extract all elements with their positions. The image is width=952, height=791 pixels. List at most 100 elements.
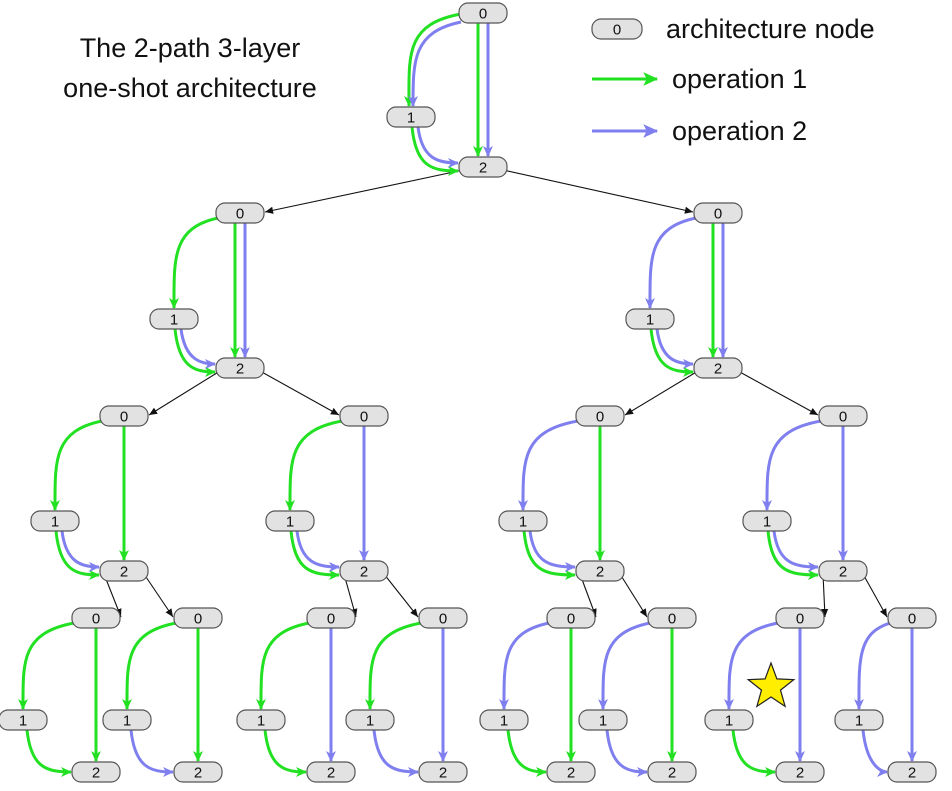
- tree-edge-c0-to-c01: [259, 370, 340, 416]
- node-c110-1: [704, 709, 754, 731]
- node-c0-2: [215, 357, 265, 379]
- node-label-c000-2: 2: [92, 765, 100, 782]
- node-c110-0: [775, 607, 825, 629]
- edge-c10-0-1-op2: [517, 419, 579, 511]
- node-label-c001-1: 1: [123, 713, 131, 730]
- node-label-c011-2: 2: [439, 765, 447, 782]
- node-c0-1: [149, 308, 199, 330]
- cell-c00: 012: [30, 405, 149, 582]
- legend-op2-label: operation 2: [672, 116, 807, 146]
- node-label-c0-1: 1: [170, 312, 178, 329]
- node-c111-2: [887, 761, 937, 783]
- node-c00-1: [30, 510, 80, 532]
- node-label-c-1: 1: [407, 110, 415, 127]
- edge-c-0-1-op2: [408, 20, 462, 107]
- node-c100-2: [546, 761, 596, 783]
- node-label-c100-2: 2: [567, 765, 575, 782]
- node-c111-1: [834, 709, 884, 731]
- node-c01-0: [339, 405, 389, 427]
- node-c1-0: [693, 202, 743, 224]
- node-c000-1: [0, 709, 48, 731]
- legend-op1-label: operation 1: [672, 64, 807, 94]
- edge-c110-1-2-op1: [731, 729, 776, 777]
- node-c11-0: [818, 405, 868, 427]
- edge-c011-1-2-op2: [372, 729, 419, 777]
- node-c-0: [458, 2, 508, 24]
- title-line-2: one-shot architecture: [63, 73, 317, 103]
- tree-edge-c11-to-c110: [821, 573, 829, 618]
- cell-c100: 012: [479, 607, 596, 783]
- edge-c001-1-2-op2: [129, 729, 174, 777]
- node-c000-0: [71, 607, 121, 629]
- edge-c010-0-1-op1: [255, 621, 310, 710]
- cell-c1: 012: [625, 202, 743, 379]
- node-c11-1: [742, 510, 792, 532]
- node-label-c010-0: 0: [327, 611, 335, 628]
- node-label-c10-0: 0: [596, 409, 604, 426]
- node-label-c001-0: 0: [194, 611, 202, 628]
- edge-c01-1-2-op1: [289, 530, 340, 580]
- edge-c00-1-2-op1: [54, 530, 100, 580]
- node-label-c111-1: 1: [855, 713, 863, 730]
- edge-c0-1-2-op2: [179, 328, 216, 369]
- node-c001-0: [173, 607, 223, 629]
- node-label-c011-0: 0: [439, 611, 447, 628]
- node-label-c1-1: 1: [646, 312, 654, 329]
- edge-c011-0-1-op1: [364, 621, 422, 710]
- node-c010-0: [306, 607, 356, 629]
- node-label-c11-1: 1: [763, 514, 771, 531]
- cell-c001: 012: [102, 607, 223, 783]
- legend-node-box: [591, 18, 643, 40]
- node-c0-0: [215, 202, 265, 224]
- node-label-c-2: 2: [479, 160, 487, 177]
- edge-c000-0-1-op1: [17, 621, 75, 710]
- legend: 0 architecture node operation 1 operatio…: [591, 14, 875, 146]
- edge-c11-1-2-op2: [772, 530, 819, 572]
- node-label-c101-0: 0: [668, 611, 676, 628]
- node-label-c00-0: 0: [120, 409, 128, 426]
- node-label-c0-0: 0: [236, 206, 244, 223]
- edge-c10-1-2-op1: [522, 530, 576, 580]
- legend-node-sample: 0: [591, 18, 643, 40]
- node-label-c100-0: 0: [567, 611, 575, 628]
- node-c10-1: [498, 510, 548, 532]
- node-c011-2: [418, 761, 468, 783]
- edge-c11-0-1-op2: [761, 419, 822, 511]
- node-c111-0: [887, 607, 937, 629]
- edge-c110-0-1-op2: [723, 621, 779, 710]
- edge-c-1-2-op1: [410, 126, 459, 176]
- node-label-c010-2: 2: [327, 765, 335, 782]
- node-label-c-0: 0: [479, 6, 487, 23]
- node-label-c10-1: 1: [519, 514, 527, 531]
- edge-c001-0-1-op1: [121, 621, 177, 710]
- tree-edge-c1-to-c11: [737, 370, 819, 416]
- cell-c111: 012: [834, 607, 937, 783]
- edge-c00-1-2-op2: [60, 530, 100, 572]
- node-label-c101-1: 1: [599, 713, 607, 730]
- node-c10-0: [575, 405, 625, 427]
- diagram-title: The 2-path 3-layer one-shot architecture: [63, 33, 317, 103]
- node-label-c111-2: 2: [908, 765, 916, 782]
- node-label-c010-1: 1: [257, 713, 265, 730]
- tree-edge-c-to-c1: [502, 169, 694, 214]
- node-c000-2: [71, 761, 121, 783]
- tree-edge-c1-to-c10: [624, 370, 699, 416]
- cell-c01: 012: [265, 405, 389, 582]
- node-c100-0: [546, 607, 596, 629]
- tree-edge-c01-to-c011: [383, 573, 419, 618]
- node-c011-1: [345, 709, 395, 731]
- node-label-c10-2: 2: [596, 564, 604, 581]
- node-c001-1: [102, 709, 152, 731]
- tree-edge-c00-to-c001: [143, 573, 174, 618]
- edge-c01-0-1-op1: [284, 419, 343, 511]
- node-label-c1-2: 2: [714, 361, 722, 378]
- edge-c111-0-1-op2: [853, 621, 891, 710]
- node-c01-1: [265, 510, 315, 532]
- edge-c10-1-2-op2: [528, 530, 576, 572]
- node-label-c00-1: 1: [51, 514, 59, 531]
- node-c010-2: [306, 761, 356, 783]
- star-icon: [746, 661, 796, 708]
- cell-c11: 012: [742, 405, 868, 582]
- cell-c010: 0 1 2: [236, 607, 356, 783]
- node-label-c01-2: 2: [360, 564, 368, 581]
